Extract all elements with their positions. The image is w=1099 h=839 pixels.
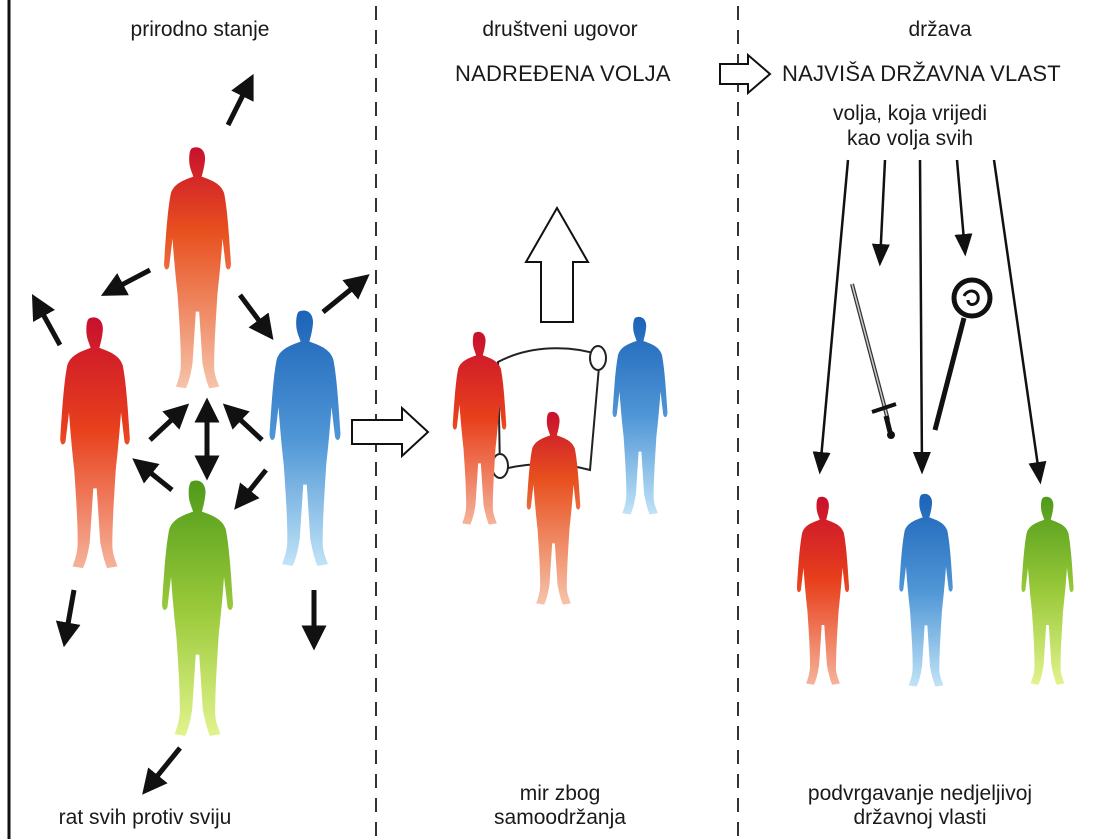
person-blue-figure <box>613 317 668 515</box>
person-blue-figure <box>270 310 341 565</box>
arrow-icon <box>242 470 266 500</box>
person-blue-figure <box>899 494 953 687</box>
hollow-arrow-icon <box>526 208 588 322</box>
contract-caption-line2: samoodržanja <box>450 806 670 830</box>
state-panel <box>797 160 1074 687</box>
arrow-icon <box>228 85 248 125</box>
supreme-power-label: NAJVIŠA DRŽAVNA VLAST <box>782 62 1094 86</box>
hollow-arrow-icon <box>720 55 770 93</box>
contract-panel <box>453 55 770 605</box>
person-red-figure <box>60 317 130 568</box>
general-will-line2: kao volja svih <box>790 127 1030 151</box>
arrow-icon <box>38 305 60 345</box>
state-title: država <box>870 18 1010 42</box>
state-caption-line2: državnoj vlasti <box>790 806 1050 830</box>
state-caption-line1: podvrgavanje nedjeljivoj <box>770 782 1070 806</box>
superior-will-label: NADREĐENA VOLJA <box>455 62 717 86</box>
arrow-icon <box>232 412 262 440</box>
arrow-icon <box>880 160 885 262</box>
arrow-icon <box>994 160 1040 480</box>
nature-caption: rat svih protiv sviju <box>20 806 270 830</box>
hollow-arrow-icon <box>352 408 428 456</box>
arrow-icon <box>957 160 965 252</box>
contract-caption-line1: mir zbog <box>470 782 650 806</box>
person-green-figure <box>162 480 233 735</box>
arrow-icon <box>323 282 360 312</box>
crozier-icon <box>935 280 990 430</box>
nature-title: prirodno stanje <box>100 18 300 42</box>
arrow-icon <box>112 270 150 290</box>
authority-arrows <box>820 160 1040 480</box>
arrow-icon <box>150 748 180 785</box>
arrow-icon <box>240 295 266 330</box>
sword-icon <box>852 284 896 439</box>
person-orange-figure <box>164 147 231 388</box>
arrow-icon <box>820 160 848 470</box>
arrow-icon <box>920 160 922 470</box>
arrow-icon <box>142 466 172 490</box>
nature-panel <box>38 85 428 785</box>
person-red-figure <box>797 497 849 685</box>
person-green-figure <box>1021 497 1073 685</box>
arrow-icon <box>66 590 74 635</box>
arrow-icon <box>150 412 180 440</box>
general-will-line1: volja, koja vrijedi <box>790 102 1030 126</box>
contract-title: društveni ugovor <box>450 18 670 42</box>
